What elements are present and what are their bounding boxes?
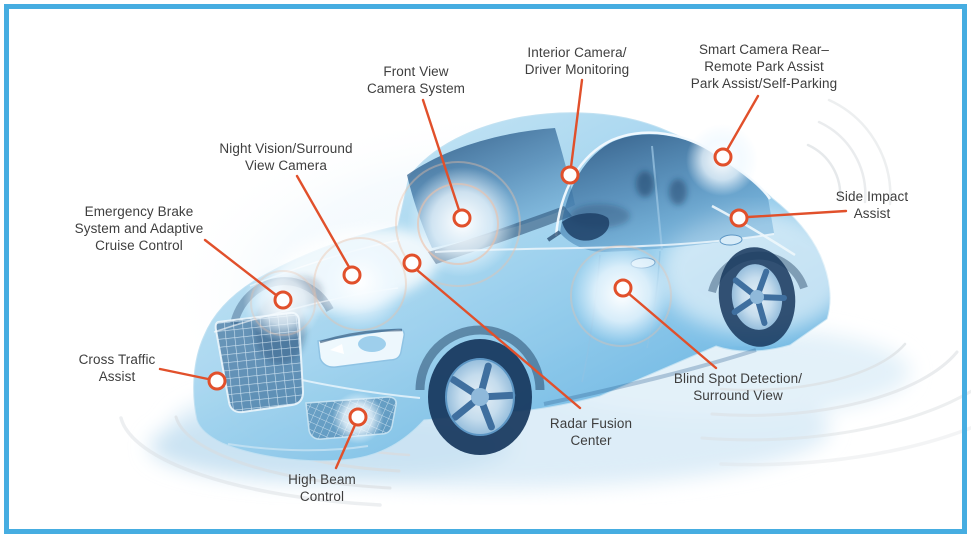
b-pillar (651, 145, 663, 251)
callout-label-night-vision-surround-view-camera: Night Vision/Surround View Camera (201, 140, 371, 174)
callout-label-line: Blind Spot Detection/ (673, 371, 803, 386)
callout-label-line: View Camera (245, 158, 327, 173)
callout-label-line: Remote Park Assist (704, 59, 824, 74)
callout-line-night-vision-surround-view-camera (295, 174, 351, 269)
callout-label-line: Control (299, 489, 345, 504)
radar-arcs-rear-top (806, 98, 892, 206)
front-wheel (415, 325, 545, 455)
callout-label-line: Assist (98, 369, 136, 384)
callout-label-radar-fusion-center: Radar Fusion Center (541, 415, 641, 449)
callout-label-blind-spot-detection-surround-view: Blind Spot Detection/ Surround View (648, 370, 828, 404)
callout-line-high-beam-control (334, 423, 357, 470)
callout-label-side-impact-assist: Side Impact Assist (822, 188, 922, 222)
callout-marker-front-view-camera-system (452, 208, 472, 228)
callout-marker-smart-camera-rear (713, 147, 733, 167)
callout-markers (207, 147, 749, 427)
callout-label-line: Park Assist/Self-Parking (690, 76, 838, 91)
callout-line-side-impact-assist (746, 209, 848, 219)
callout-line-front-view-camera-system (421, 98, 461, 212)
callout-label-emergency-brake-adaptive-cruise: Emergency Brake System and Adaptive Crui… (59, 203, 219, 254)
callout-marker-interior-camera-driver-monitoring (560, 165, 580, 185)
callout-marker-night-vision-surround-view-camera (342, 265, 362, 285)
callout-label-high-beam-control: High Beam Control (272, 471, 372, 505)
callout-label-line: Smart Camera Rear– (698, 42, 830, 57)
callout-label-line: Cruise Control (95, 238, 183, 253)
callout-line-interior-camera-driver-monitoring (569, 78, 584, 169)
callout-lines (158, 78, 848, 470)
callout-line-emergency-brake-adaptive-cruise (203, 238, 278, 297)
callout-label-cross-traffic-assist: Cross Traffic Assist (67, 351, 167, 385)
callout-marker-radar-fusion-center (402, 253, 422, 273)
door-handle-rear (719, 234, 743, 246)
callout-label-line: Interior Camera/ (527, 45, 627, 60)
callout-label-line: Front View (383, 64, 449, 79)
callout-marker-emergency-brake-adaptive-cruise (273, 290, 293, 310)
callout-line-radar-fusion-center (415, 268, 582, 410)
callout-label-line: Camera System (366, 81, 466, 96)
callout-label-line: Driver Monitoring (524, 62, 630, 77)
callout-label-smart-camera-rear: Smart Camera Rear– Remote Park Assist Pa… (674, 41, 854, 92)
callout-label-line: System and Adaptive (74, 221, 204, 236)
callout-label-line: Side Impact (835, 189, 909, 204)
callout-line-smart-camera-rear (725, 94, 760, 152)
callout-label-line: Surround View (693, 388, 783, 403)
side-mirror (546, 213, 610, 242)
callout-label-interior-camera-driver-monitoring: Interior Camera/ Driver Monitoring (502, 44, 652, 78)
callout-marker-blind-spot-detection-surround-view (613, 278, 633, 298)
flare-rings (250, 161, 672, 347)
rear-wheel (708, 247, 808, 347)
headlight (317, 328, 405, 368)
callout-label-line: Cross Traffic (78, 352, 156, 367)
callout-label-line: High Beam (288, 472, 356, 487)
callout-label-line: Radar Fusion (549, 416, 633, 431)
callout-label-line: Assist (853, 206, 891, 221)
callout-label-front-view-camera-system: Front View Camera System (341, 63, 491, 97)
callout-line-cross-traffic-assist (158, 367, 210, 381)
radar-ripples-rear-right (700, 342, 971, 467)
callout-marker-side-impact-assist (729, 208, 749, 228)
callout-label-line: Emergency Brake (84, 204, 194, 219)
callout-label-line: Center (570, 433, 612, 448)
callout-label-line: Night Vision/Surround (219, 141, 353, 156)
callout-line-blind-spot-detection-surround-view (626, 291, 718, 370)
callout-marker-high-beam-control (348, 407, 368, 427)
callout-marker-cross-traffic-assist (207, 371, 227, 391)
